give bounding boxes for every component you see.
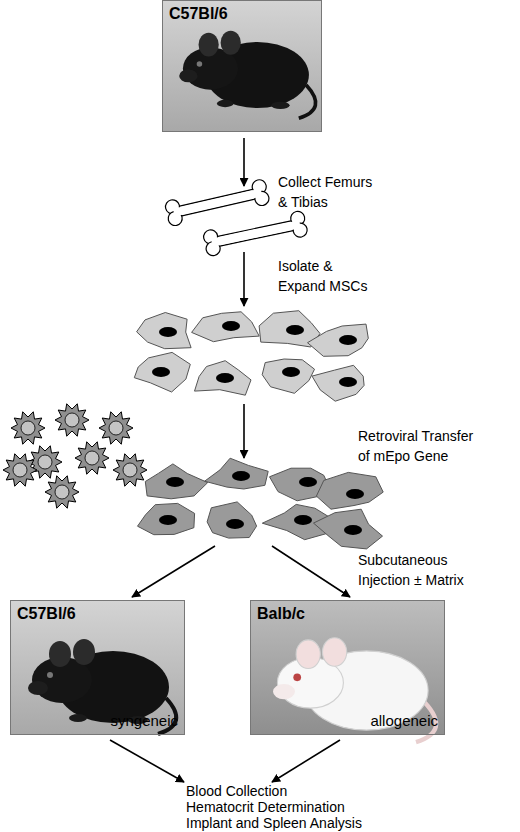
label-text: Subcutaneous Injection ± Matrix (358, 552, 464, 588)
cell (145, 464, 207, 499)
cell (134, 352, 190, 392)
virus-core (109, 421, 123, 435)
strain-label: Balb/c (257, 605, 305, 623)
virus-particle (45, 476, 79, 508)
cell (195, 361, 252, 396)
cell-nucleus (222, 321, 240, 331)
label-text: Retroviral Transfer of mEpo Gene (358, 428, 473, 464)
virus-core (55, 485, 69, 499)
cell (205, 458, 269, 489)
cell-nucleus (216, 373, 234, 383)
cell (138, 503, 195, 534)
cell-nucleus (294, 515, 312, 525)
cell-nucleus (282, 367, 300, 377)
virus-core (13, 463, 27, 477)
cell (314, 509, 383, 549)
wrap-spacer (331, 783, 376, 799)
transplant-type: syngeneic (110, 712, 178, 730)
virus-core (65, 413, 79, 427)
virus-core (38, 455, 52, 469)
step-label: Collect Femurs & Tibias (278, 172, 378, 212)
virus-particle (55, 404, 89, 436)
cell-nucleus (339, 377, 357, 387)
cell-nucleus (226, 519, 244, 529)
cell (262, 359, 314, 393)
cell (137, 313, 192, 349)
mouse-photo: C57Bl/6 (162, 0, 322, 132)
mouse-photo: C57Bl/6 syngeneic (10, 600, 185, 735)
cell-nucleus (339, 335, 357, 345)
virus-core (85, 451, 99, 465)
analysis-label: Blood Collection Hematocrit Determinatio… (186, 783, 376, 831)
label-text: Collect Femurs & Tibias (278, 174, 372, 210)
virus-particle (3, 454, 37, 486)
cell (312, 365, 364, 401)
cell (316, 472, 383, 509)
virus-particle (11, 412, 45, 444)
cell-nucleus (152, 367, 170, 377)
cell (192, 312, 260, 342)
cell-nucleus (159, 515, 177, 525)
strain-label: C57Bl/6 (169, 5, 228, 23)
virus-particle (99, 412, 133, 444)
cell-nucleus (344, 525, 362, 535)
cell-nucleus (232, 471, 250, 481)
mouse-photo: Balb/c allogeneic (250, 600, 445, 735)
label-text: Isolate & Expand MSCs (278, 258, 367, 294)
transplant-type: allogeneic (370, 712, 438, 730)
cell-nucleus (166, 477, 184, 487)
step-label: Subcutaneous Injection ± Matrix (358, 550, 483, 590)
strain-label: C57Bl/6 (17, 605, 76, 623)
cell (308, 324, 369, 356)
cell-nucleus (346, 489, 364, 499)
virus-particle (113, 454, 147, 486)
step-label: Isolate & Expand MSCs (278, 256, 373, 296)
label-text: Blood Collection Hematocrit Determinatio… (186, 783, 362, 831)
virus-core (21, 421, 35, 435)
cell-nucleus (286, 325, 304, 335)
cell-nucleus (159, 327, 177, 337)
step-label: Retroviral Transfer of mEpo Gene (358, 426, 486, 466)
virus-core (123, 463, 137, 477)
virus-particle (75, 442, 109, 474)
cell-nucleus (299, 477, 317, 487)
cell (207, 502, 257, 538)
